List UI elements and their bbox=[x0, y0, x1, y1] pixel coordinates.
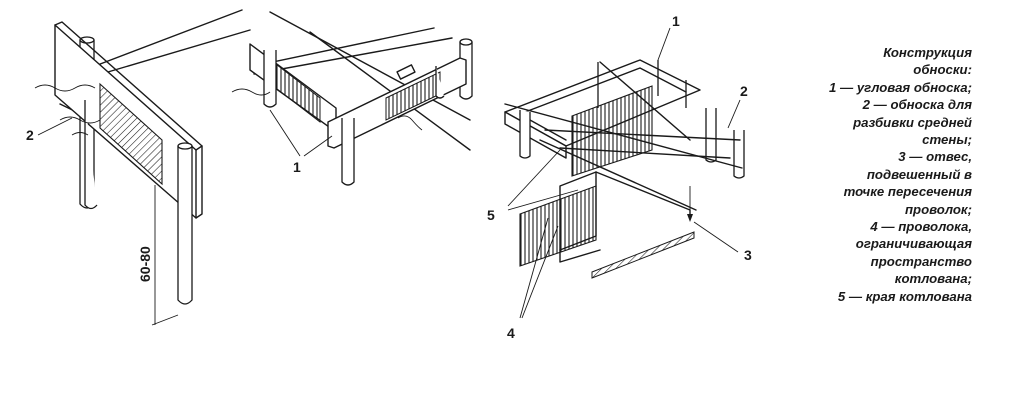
legend-line: проволок; bbox=[904, 201, 972, 217]
legend-line: 4 — проволока, bbox=[870, 219, 972, 235]
middle-ground-line-2 bbox=[397, 115, 423, 131]
right-callout-2: 2 bbox=[740, 83, 748, 99]
right-ground-hatch bbox=[591, 231, 695, 279]
right-lower-board bbox=[519, 171, 691, 267]
right-leader-5b bbox=[507, 189, 579, 211]
legend-line: разбивки средней bbox=[853, 114, 972, 130]
left-board bbox=[54, 21, 203, 219]
middle-wires bbox=[253, 11, 471, 151]
legend-line: пространство bbox=[870, 253, 972, 269]
left-post-front bbox=[177, 142, 193, 305]
right-leader-5a bbox=[507, 149, 561, 207]
legend-line: ограничивающая bbox=[855, 236, 972, 252]
middle-leader-1a bbox=[269, 109, 301, 157]
right-leader-2 bbox=[727, 99, 741, 129]
left-callout-2: 2 bbox=[26, 127, 34, 143]
left-figure-single-batter-board: 60-80 2 bbox=[26, 9, 251, 326]
excavation-wall bbox=[571, 85, 653, 177]
middle-ground-line bbox=[231, 88, 271, 96]
right-leader-4b bbox=[521, 225, 559, 319]
right-figure-excavation-layout: 1 2 3 5 4 bbox=[487, 13, 752, 341]
middle-notch bbox=[396, 64, 416, 80]
legend-line: 5 — края котлована bbox=[837, 288, 972, 304]
left-leader-2 bbox=[37, 117, 73, 136]
left-ground-lines bbox=[34, 84, 101, 136]
legend-line: котлована; bbox=[894, 271, 972, 287]
middle-leader-1b bbox=[303, 135, 333, 157]
plumb-bob-icon bbox=[687, 186, 693, 222]
legend-line: подвешенный в bbox=[866, 166, 972, 182]
right-callout-1: 1 bbox=[672, 13, 680, 29]
right-leader-4a bbox=[519, 217, 549, 319]
dimension-label: 60-80 bbox=[137, 246, 153, 282]
left-board-hatch bbox=[99, 82, 163, 186]
legend-line: обноски: bbox=[913, 62, 972, 78]
middle-board-front bbox=[327, 57, 467, 149]
legend-line: 1 — угловая обноска; bbox=[828, 79, 972, 95]
legend-line: 2 — обноска для bbox=[862, 97, 972, 113]
right-callout-3: 3 bbox=[744, 247, 752, 263]
legend-line: точке пересечения bbox=[843, 184, 972, 200]
middle-posts bbox=[263, 50, 445, 186]
legend: Конструкция обноски:1 — угловая обноска; 2… bbox=[800, 44, 972, 305]
right-callout-5: 5 bbox=[487, 207, 495, 223]
legend-line: Конструкция bbox=[883, 45, 972, 60]
legend-line: стены; bbox=[922, 132, 972, 148]
right-leader-3 bbox=[693, 221, 739, 253]
right-callout-4: 4 bbox=[507, 325, 515, 341]
left-dimension: 60-80 bbox=[137, 185, 179, 326]
middle-callout-1: 1 bbox=[293, 159, 301, 175]
middle-figure-double-batter-board: 1 bbox=[231, 11, 473, 186]
right-wires bbox=[504, 61, 743, 211]
right-leader-1 bbox=[657, 27, 671, 61]
left-post-mid bbox=[84, 100, 98, 210]
legend-line: 3 — отвес, bbox=[898, 149, 972, 165]
